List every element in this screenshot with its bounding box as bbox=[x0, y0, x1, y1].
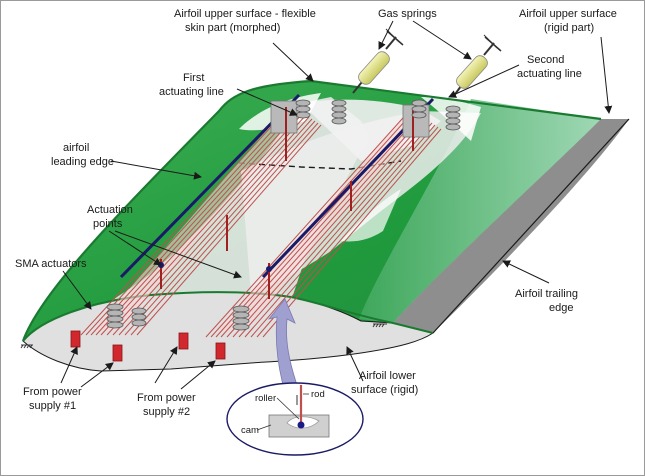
sma-actuator-block-2 bbox=[112, 344, 123, 362]
roller-icon bbox=[297, 421, 305, 429]
label-sma-actuators: SMA actuators bbox=[15, 258, 87, 270]
trailing-edge-strip bbox=[393, 119, 629, 333]
first-actuating-line bbox=[80, 93, 347, 336]
detail-arrow bbox=[267, 298, 298, 386]
label-leading-edge: airfoil leading edge bbox=[51, 142, 114, 168]
label-first-line: First actuating line bbox=[159, 72, 224, 98]
gas-spring-2 bbox=[452, 34, 502, 98]
label-lower-surface: Airfoil lower surface (rigid) bbox=[351, 370, 419, 396]
label-second-line: Second actuating line bbox=[517, 54, 582, 80]
sma-actuator-block-3 bbox=[178, 332, 189, 350]
roller-label: roller bbox=[255, 393, 276, 404]
label-actuation-points: Actuation points bbox=[87, 204, 136, 230]
roller-cam-detail: roller rod cam bbox=[226, 382, 364, 456]
label-gas-springs: Gas springs bbox=[378, 8, 437, 20]
label-upper-flexible: Airfoil upper surface - flexible skin pa… bbox=[174, 8, 319, 34]
second-actuating-line bbox=[205, 97, 461, 338]
label-trailing-edge: Airfoil trailing edge bbox=[515, 288, 581, 314]
upper-rigid-part bbox=[359, 99, 601, 323]
sma-actuator-block-4 bbox=[215, 342, 226, 360]
label-power-supply-2: From power supply #2 bbox=[137, 392, 199, 418]
cam-label: cam bbox=[241, 425, 259, 436]
sma-actuator-blocks bbox=[70, 330, 226, 362]
sma-actuator-block-1 bbox=[70, 330, 81, 348]
rod-label: rod bbox=[311, 389, 325, 400]
gas-spring-1 bbox=[352, 28, 404, 94]
label-power-supply-1: From power supply #1 bbox=[23, 386, 85, 412]
label-upper-rigid: Airfoil upper surface (rigid part) bbox=[519, 8, 620, 34]
